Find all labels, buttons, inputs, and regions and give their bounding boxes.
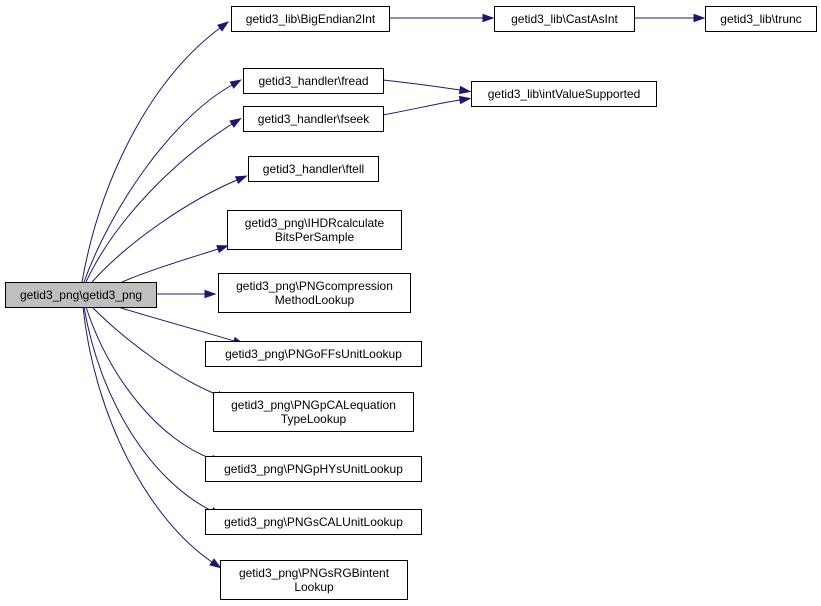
edge-line bbox=[85, 306, 213, 460]
arrow-head-icon bbox=[458, 85, 472, 95]
edge-castasint-to-trunc bbox=[634, 13, 706, 23]
edge-line bbox=[121, 248, 219, 283]
node-label: getid3_handler\ftell bbox=[263, 162, 364, 176]
arrow-head-icon bbox=[234, 175, 248, 185]
node-box bbox=[205, 456, 422, 482]
node-label: getid3_png\PNGsRGBintent bbox=[239, 566, 390, 580]
node-box bbox=[494, 6, 635, 32]
node-label: BitsPerSample bbox=[275, 230, 355, 244]
arrow-head-icon bbox=[229, 79, 243, 89]
node-box bbox=[243, 68, 384, 94]
edge-line bbox=[382, 99, 461, 116]
node-label: getid3_png\PNGpCALequation bbox=[231, 398, 396, 412]
node-box bbox=[220, 560, 408, 600]
node-phys[interactable]: getid3_png\PNGpHYsUnitLookup bbox=[205, 456, 422, 482]
node-box bbox=[227, 210, 402, 250]
node-box bbox=[231, 6, 390, 32]
node-box bbox=[205, 509, 422, 535]
node-ftell[interactable]: getid3_handler\ftell bbox=[248, 156, 379, 182]
nodes-layer: getid3_png\getid3_png getid3_lib\BigEndia… bbox=[5, 6, 817, 600]
node-bigendian[interactable]: getid3_lib\BigEndian2Int bbox=[231, 6, 390, 32]
edge-root-to-fseek bbox=[85, 117, 242, 283]
edge-root-to-srgb bbox=[82, 306, 222, 569]
node-box bbox=[471, 81, 657, 107]
node-label: getid3_png\IHDRcalculate bbox=[245, 216, 385, 230]
edge-root-to-fread bbox=[83, 79, 243, 283]
node-intvalue[interactable]: getid3_lib\intValueSupported bbox=[471, 81, 657, 107]
edge-line bbox=[91, 306, 219, 396]
node-label: getid3_png\PNGpHYsUnitLookup bbox=[224, 462, 403, 476]
edge-fseek-to-intvalue bbox=[382, 95, 472, 116]
node-box bbox=[213, 392, 414, 432]
arrow-head-icon bbox=[204, 289, 217, 299]
node-box bbox=[243, 106, 384, 132]
node-label: getid3_png\getid3_png bbox=[20, 288, 142, 302]
edges-layer bbox=[81, 13, 706, 569]
node-trunc[interactable]: getid3_lib\trunc bbox=[705, 6, 817, 32]
node-box bbox=[205, 341, 422, 367]
node-box bbox=[5, 282, 157, 308]
node-label: MethodLookup bbox=[275, 293, 355, 307]
node-castasint[interactable]: getid3_lib\CastAsInt bbox=[494, 6, 635, 32]
node-box bbox=[218, 273, 411, 313]
node-fseek[interactable]: getid3_handler\fseek bbox=[243, 106, 384, 132]
node-label: getid3_png\PNGoFFsUnitLookup bbox=[225, 347, 402, 361]
node-scal[interactable]: getid3_png\PNGsCALUnitLookup bbox=[205, 509, 422, 535]
node-label: TypeLookup bbox=[281, 412, 347, 426]
edge-root-to-ftell bbox=[91, 175, 248, 283]
arrow-head-icon bbox=[217, 21, 230, 32]
edge-line bbox=[82, 306, 213, 563]
node-label: getid3_lib\intValueSupported bbox=[488, 87, 641, 101]
node-label: getid3_lib\trunc bbox=[720, 12, 801, 26]
node-label: getid3_lib\CastAsInt bbox=[511, 12, 618, 26]
node-label: getid3_png\PNGsCALUnitLookup bbox=[224, 515, 403, 529]
node-label: getid3_handler\fseek bbox=[258, 112, 370, 126]
edge-line bbox=[83, 306, 213, 512]
node-label: Lookup bbox=[294, 580, 334, 594]
node-offs[interactable]: getid3_png\PNGoFFsUnitLookup bbox=[205, 341, 422, 367]
arrow-head-icon bbox=[458, 95, 472, 105]
edge-line bbox=[85, 123, 233, 283]
edge-line bbox=[117, 306, 235, 342]
edge-root-to-ihdr bbox=[121, 245, 229, 283]
node-label: getid3_lib\BigEndian2Int bbox=[246, 12, 376, 26]
node-root[interactable]: getid3_png\getid3_png bbox=[5, 282, 157, 308]
arrow-head-icon bbox=[693, 13, 706, 23]
node-label: getid3_handler\fread bbox=[258, 74, 368, 88]
node-box bbox=[248, 156, 379, 182]
edge-root-to-compression bbox=[156, 289, 217, 299]
edge-line bbox=[83, 84, 233, 283]
node-fread[interactable]: getid3_handler\fread bbox=[243, 68, 384, 94]
arrow-head-icon bbox=[229, 117, 242, 128]
edge-line bbox=[91, 179, 238, 283]
edge-bigendian-to-castasint bbox=[389, 13, 495, 23]
edge-root-to-scal bbox=[83, 306, 223, 517]
node-label: getid3_png\PNGcompression bbox=[236, 279, 393, 293]
node-box bbox=[705, 6, 817, 32]
arrow-head-icon bbox=[482, 13, 495, 23]
arrow-head-icon bbox=[216, 245, 229, 254]
arrow-head-icon bbox=[209, 558, 222, 569]
edge-root-to-bigendian bbox=[81, 21, 230, 283]
edge-line bbox=[382, 79, 461, 91]
edge-fread-to-intvalue bbox=[382, 79, 472, 95]
edge-line bbox=[81, 27, 221, 283]
